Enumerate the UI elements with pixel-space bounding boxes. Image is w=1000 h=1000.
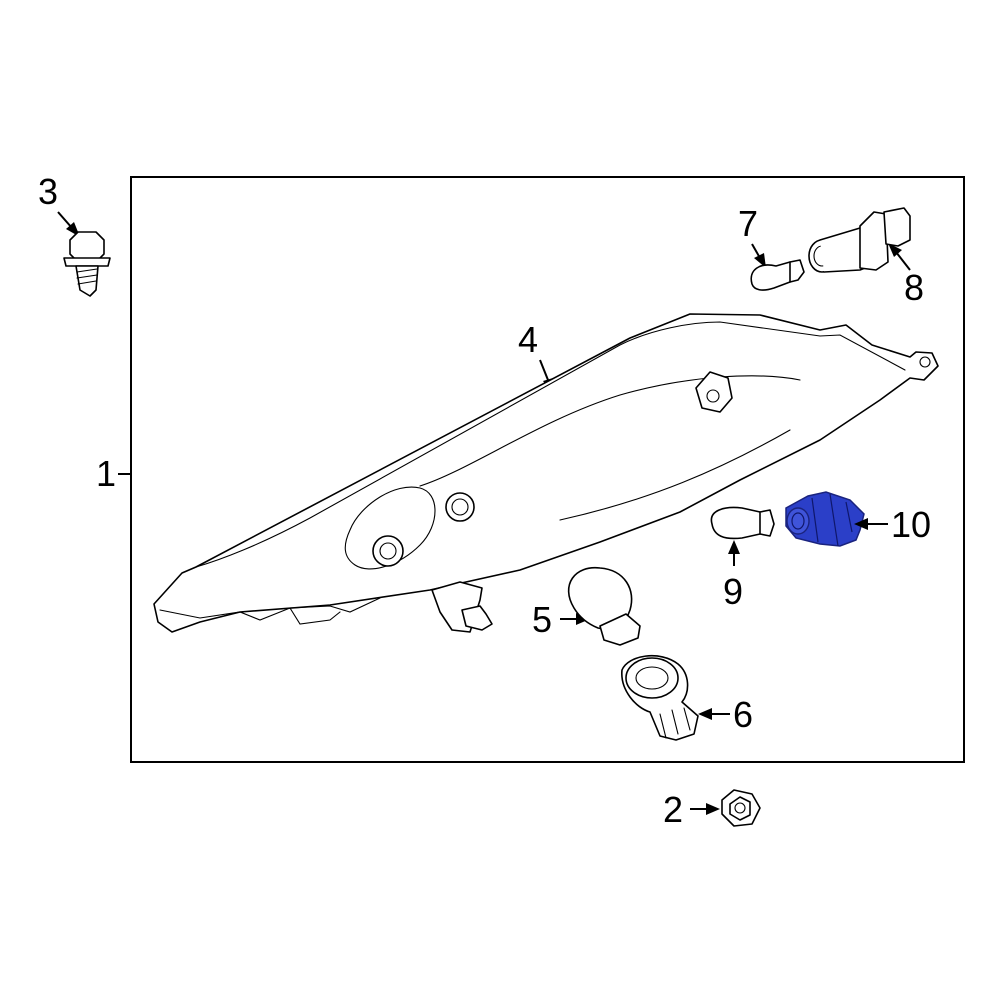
bolt-thread [76, 268, 98, 285]
callout-10-arrowhead [854, 518, 868, 530]
bulb-5-glass [567, 567, 633, 631]
nut-face [729, 796, 751, 821]
housing-connector [461, 605, 493, 631]
housing-mount-boss-hole [706, 389, 720, 403]
socket-10-face [786, 507, 810, 535]
callout-7-label: 7 [738, 203, 758, 244]
bulb-part-9[interactable]: 9 [710, 506, 775, 612]
callout-10-label: 10 [891, 504, 931, 545]
callout-3-label: 3 [38, 171, 58, 212]
housing-outline [153, 313, 939, 633]
bulb-part-7[interactable]: 7 [738, 203, 805, 291]
socket-6-ring [625, 657, 679, 699]
housing-lens-edge [195, 321, 906, 568]
housing-mount-boss [695, 371, 733, 413]
housing-mount-ear-hole [919, 356, 931, 368]
nut-part-2[interactable]: 2 [663, 789, 761, 830]
socket-6-ribs [659, 707, 691, 739]
assembly-frame [130, 176, 965, 763]
callout-4-label: 4 [518, 319, 538, 360]
housing-lamp-socket-high [445, 492, 475, 522]
callout-8-leader [895, 251, 911, 271]
socket-10-body [785, 491, 865, 547]
socket-10-face-inner [791, 512, 805, 530]
headlamp-housing-part-4[interactable]: 4 [153, 313, 939, 633]
socket-part-8[interactable]: 8 [808, 207, 924, 308]
bulb-5-base [599, 613, 641, 646]
bolt-part-3[interactable]: 3 [38, 171, 111, 297]
socket-8-tab [883, 207, 911, 247]
callout-1[interactable]: 1 [96, 453, 131, 494]
bolt-shank [75, 265, 99, 297]
callout-6-arrowhead [698, 708, 712, 720]
socket-8-flange [859, 211, 889, 271]
housing-lamp-socket-low [372, 535, 404, 567]
nut-bore [734, 802, 746, 814]
housing-inner-contour [419, 375, 801, 521]
bolt-flange [63, 257, 111, 267]
bulb-part-5[interactable]: 5 [532, 567, 641, 646]
socket-part-6[interactable]: 6 [621, 655, 753, 741]
housing-reflector [344, 486, 436, 570]
callout-9-label: 9 [723, 571, 743, 612]
callout-4-leader [539, 359, 549, 381]
socket-6-ring-inner [635, 666, 669, 690]
bolt-head [69, 231, 105, 263]
housing-bottom-tabs [159, 597, 381, 625]
callout-8-label: 8 [904, 267, 924, 308]
callout-6-label: 6 [733, 694, 753, 735]
callout-1-label: 1 [96, 453, 116, 494]
callout-5-label: 5 [532, 599, 552, 640]
callout-3-leader [57, 211, 73, 229]
callout-9-arrowhead [728, 540, 740, 554]
callout-7-arrowhead [754, 253, 766, 268]
socket-part-10-highlighted[interactable]: 10 [785, 491, 931, 547]
housing-lamp-socket-low-inner [379, 542, 397, 560]
callout-2-arrowhead [706, 803, 720, 815]
bulb-7-base [789, 259, 805, 283]
bulb-9-base [759, 509, 775, 537]
housing-lamp-socket-high-inner [451, 498, 469, 516]
callout-8-arrowhead [888, 243, 902, 257]
socket-10-shading [811, 493, 853, 547]
callout-2-label: 2 [663, 789, 683, 830]
